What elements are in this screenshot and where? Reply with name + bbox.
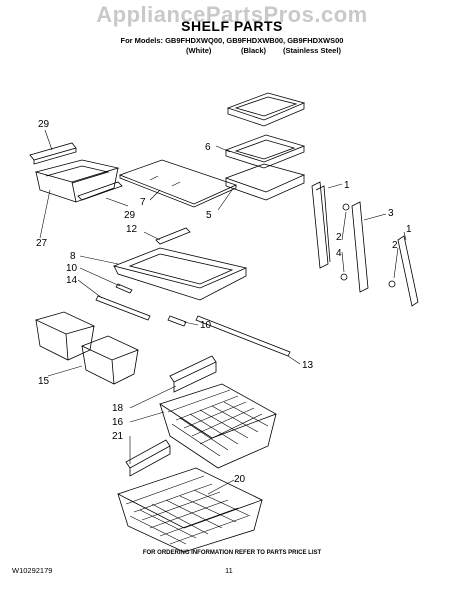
callout-5: 5 <box>206 210 212 221</box>
callout-1-right: 1 <box>406 224 412 235</box>
page-title: SHELF PARTS <box>181 18 283 34</box>
part-27-drawer <box>34 159 120 203</box>
part-15-crisper-left <box>34 311 96 361</box>
callout-10-lower: 10 <box>200 320 212 331</box>
part-12-divider <box>155 227 191 245</box>
callout-10-upper: 10 <box>66 263 78 274</box>
callout-2-right: 2 <box>392 240 398 251</box>
callout-3: 3 <box>388 208 394 219</box>
color-stainless: (Stainless Steel) <box>283 46 341 55</box>
part-10-clip-upper <box>115 283 133 294</box>
color-black: (Black) <box>241 46 267 55</box>
ordering-note: FOR ORDERING INFORMATION REFER TO PARTS … <box>142 550 322 556</box>
callout-1-top: 1 <box>344 180 350 191</box>
callout-20: 20 <box>234 474 246 485</box>
part-18-bracket <box>169 355 217 393</box>
callout-4: 4 <box>336 248 342 259</box>
part-15-crisper-right <box>80 335 140 385</box>
part-16-wire-basket <box>159 383 277 469</box>
callout-leaders <box>39 129 407 495</box>
part-5-shelf <box>224 163 306 201</box>
callout-14: 14 <box>66 275 78 286</box>
callout-29-top: 29 <box>38 119 50 130</box>
part-2-screws <box>340 203 396 288</box>
callout-29-bottom: 29 <box>124 210 136 221</box>
callout-7: 7 <box>140 197 146 208</box>
part-1-rail-right <box>397 235 419 307</box>
callout-27: 27 <box>36 238 48 249</box>
callout-6: 6 <box>205 142 211 153</box>
part-20-wire-basket <box>116 467 264 553</box>
part-29-bracket <box>29 142 77 165</box>
document-number: W10292179 <box>12 566 53 575</box>
watermark: AppliancePartsPros.com <box>96 2 368 27</box>
callout-2-left: 2 <box>336 232 342 243</box>
part-8-cover <box>112 247 248 301</box>
page-number: 11 <box>225 566 233 575</box>
callout-8: 8 <box>70 251 76 262</box>
callout-13: 13 <box>302 360 314 371</box>
part-14-rail <box>95 295 151 321</box>
part-21-bracket <box>125 439 171 477</box>
color-white: (White) <box>186 46 212 55</box>
part-1-rail-left <box>311 181 331 269</box>
callout-21: 21 <box>112 431 124 442</box>
callout-16: 16 <box>112 417 124 428</box>
callout-18: 18 <box>112 403 124 414</box>
part-3-rail-middle <box>351 201 369 293</box>
part-29-rail <box>77 181 123 201</box>
callout-12: 12 <box>126 224 138 235</box>
models-line: For Models: GB9FHDXWQ00, GB9FHDXWB00, GB… <box>120 36 344 45</box>
part-7-glass-shelf <box>118 159 238 208</box>
part-10-clip-lower <box>167 315 187 327</box>
callout-15: 15 <box>38 376 50 387</box>
part-6-shelf-frames <box>224 92 306 169</box>
